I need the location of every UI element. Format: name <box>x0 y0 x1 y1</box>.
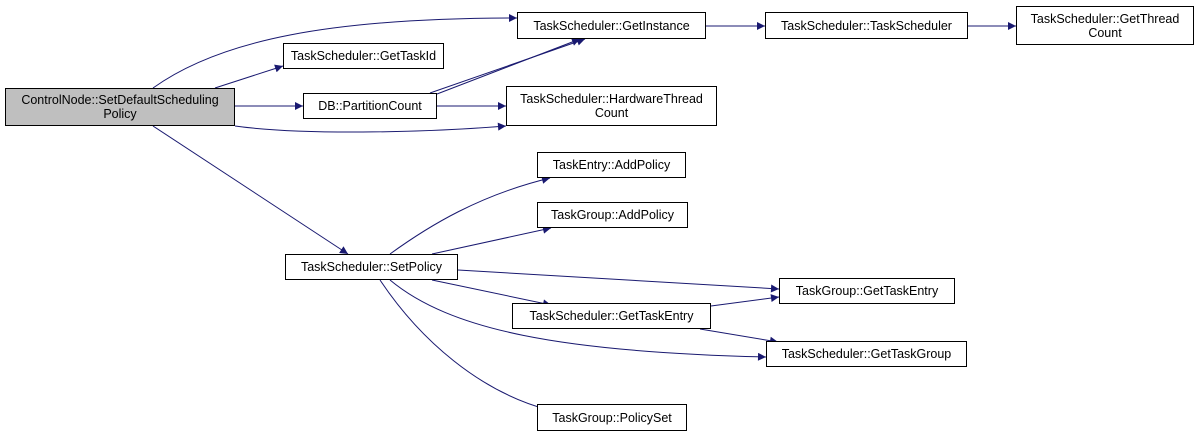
edge-root-to-get-task-id <box>214 64 284 89</box>
node-label: TaskScheduler::SetPolicy <box>300 260 443 274</box>
edge-set-policy-to-scheduler-get-task-group <box>389 279 767 361</box>
edge-set-policy-to-scheduler-get-task-entry <box>431 279 552 308</box>
node-label: TaskScheduler::GetTaskGroup <box>781 347 952 361</box>
node-controlnode-setdefaultschedulingpolicy: ControlNode::SetDefaultScheduling Policy <box>5 88 235 126</box>
node-label-line-2: Count <box>594 106 629 120</box>
edge-get-task-id-to-get-instance <box>429 37 586 94</box>
node-taskentry-addpolicy[interactable]: TaskEntry::AddPolicy <box>537 152 686 178</box>
edge-set-policy-to-task-group-add-policy <box>431 225 552 255</box>
node-label: TaskScheduler::GetInstance <box>533 18 690 33</box>
node-label: TaskGroup::PolicySet <box>552 410 672 425</box>
edge-scheduler-get-task-entry-to-task-group-get-task-entry <box>710 294 780 307</box>
edge-set-policy-to-task-entry-add-policy <box>389 176 551 255</box>
node-taskscheduler-gettaskentry[interactable]: TaskScheduler::GetTaskEntry <box>512 303 711 329</box>
node-taskgroup-policyset[interactable]: TaskGroup::PolicySet <box>537 404 687 431</box>
node-label-line-1: TaskScheduler::HardwareThread <box>520 92 703 106</box>
node-taskscheduler-gettaskid[interactable]: TaskScheduler::GetTaskId <box>283 43 444 69</box>
edge-set-policy-to-task-group-get-task-entry <box>457 269 780 293</box>
node-taskscheduler-hardwarethreadcount[interactable]: TaskScheduler::HardwareThread Count <box>506 86 717 126</box>
node-label: TaskScheduler::GetTaskEntry <box>529 309 694 323</box>
node-label: TaskGroup::GetTaskEntry <box>795 284 939 298</box>
edge-partition-count-to-get-instance <box>436 38 581 95</box>
edge-scheduler-get-task-entry-to-scheduler-get-task-group <box>699 328 779 345</box>
node-label-line-1: ControlNode::SetDefaultScheduling <box>21 93 219 107</box>
node-label: TaskEntry::AddPolicy <box>552 158 671 172</box>
node-taskscheduler-getinstance[interactable]: TaskScheduler::GetInstance <box>517 12 706 39</box>
node-taskgroup-gettaskentry[interactable]: TaskGroup::GetTaskEntry <box>779 278 955 304</box>
node-taskscheduler-taskscheduler[interactable]: TaskScheduler::TaskScheduler <box>765 12 968 39</box>
node-taskscheduler-getthreadcount[interactable]: TaskScheduler::GetThread Count <box>1016 6 1194 45</box>
edge-root-to-set-policy <box>152 125 349 255</box>
node-label-line-2: Count <box>1088 25 1122 40</box>
node-label-line-2: Policy <box>103 107 137 121</box>
node-db-partitioncount[interactable]: DB::PartitionCount <box>303 93 437 119</box>
node-label-line-1: TaskScheduler::GetThread <box>1030 11 1180 26</box>
node-label: TaskGroup::AddPolicy <box>551 208 674 222</box>
node-label: TaskScheduler::GetTaskId <box>290 49 437 63</box>
edge-root-to-get-instance <box>152 14 518 89</box>
node-label: TaskScheduler::TaskScheduler <box>781 18 952 33</box>
edge-root-to-hardware-thread-count <box>234 122 507 133</box>
node-taskgroup-addpolicy[interactable]: TaskGroup::AddPolicy <box>537 202 688 228</box>
node-taskscheduler-setpolicy[interactable]: TaskScheduler::SetPolicy <box>285 254 458 280</box>
node-taskscheduler-gettaskgroup[interactable]: TaskScheduler::GetTaskGroup <box>766 341 967 367</box>
edge-set-policy-to-policy-set <box>379 279 550 412</box>
node-label: DB::PartitionCount <box>318 99 422 113</box>
